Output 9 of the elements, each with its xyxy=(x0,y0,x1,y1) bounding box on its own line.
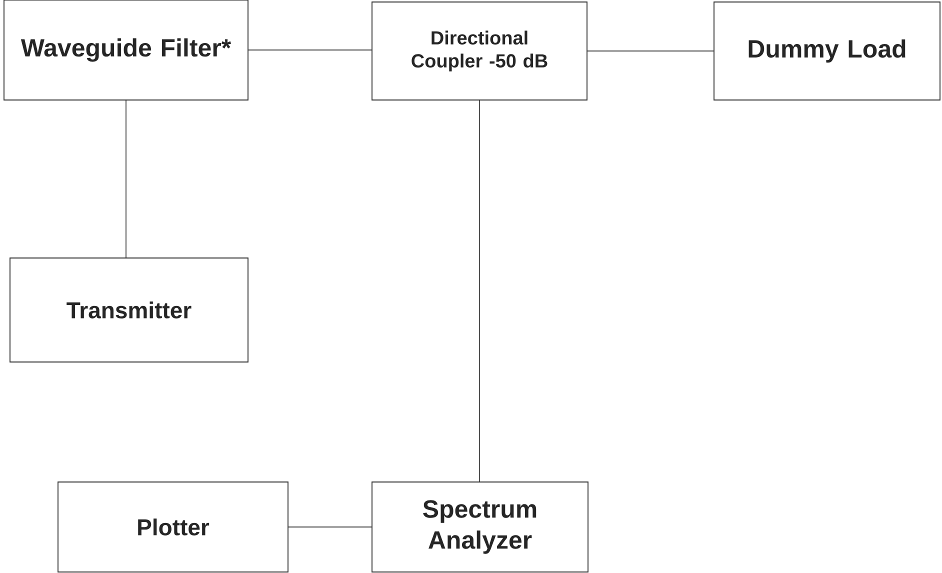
block-box: Transmitter xyxy=(10,258,248,362)
block-box: Directional Coupler -50 dB xyxy=(372,2,588,100)
block-box: Dummy Load xyxy=(714,2,940,100)
block-box: Plotter xyxy=(58,482,288,572)
block-box: Spectrum Analyzer xyxy=(372,482,588,572)
connector-line xyxy=(587,50,714,52)
connector-line xyxy=(479,100,480,482)
block-box: Waveguide Filter* xyxy=(4,0,248,100)
connector-line xyxy=(288,526,372,528)
